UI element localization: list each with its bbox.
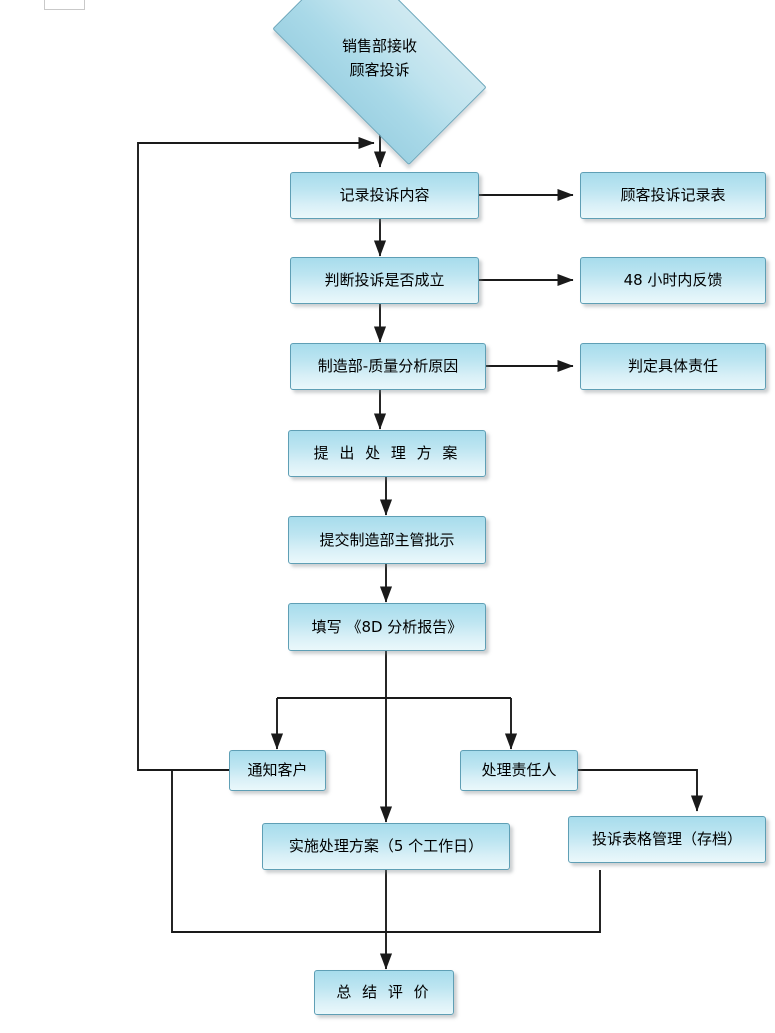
node-summary[interactable]: 总 结 评 价: [314, 970, 454, 1015]
node-record-form-label: 顾客投诉记录表: [620, 186, 726, 205]
node-implement-label: 实施处理方案（5 个工作日）: [288, 837, 484, 856]
node-feedback48[interactable]: 48 小时内反馈: [580, 257, 766, 304]
node-analyze-label: 制造部-质量分析原因: [317, 357, 459, 376]
node-judge[interactable]: 判断投诉是否成立: [290, 257, 479, 304]
node-notify-label: 通知客户: [247, 761, 308, 780]
node-feedback48-label: 48 小时内反馈: [623, 271, 723, 290]
node-propose-label: 提 出 处 理 方 案: [313, 444, 461, 463]
node-notify[interactable]: 通知客户: [229, 750, 326, 791]
diamond-shape: [272, 0, 487, 166]
node-record-label: 记录投诉内容: [339, 186, 430, 205]
node-judge-label: 判断投诉是否成立: [324, 271, 445, 290]
node-record[interactable]: 记录投诉内容: [290, 172, 479, 219]
node-summary-label: 总 结 评 价: [336, 983, 432, 1002]
node-responsibility-label: 判定具体责任: [627, 357, 718, 376]
node-form-mgmt[interactable]: 投诉表格管理（存档）: [568, 816, 766, 863]
page-artifact-rectangle: [44, 0, 85, 10]
node-report8d-label: 填写 《8D 分析报告》: [311, 617, 463, 636]
node-record-form[interactable]: 顾客投诉记录表: [580, 172, 766, 219]
node-analyze[interactable]: 制造部-质量分析原因: [290, 343, 486, 390]
node-start[interactable]: 销售部接收 顾客投诉: [272, 0, 487, 166]
node-handle-person[interactable]: 处理责任人: [460, 750, 578, 791]
edge-handle-person-to-form-mgmt: [578, 769, 704, 812]
node-propose[interactable]: 提 出 处 理 方 案: [288, 430, 486, 477]
node-form-mgmt-label: 投诉表格管理（存档）: [591, 830, 742, 849]
node-report8d[interactable]: 填写 《8D 分析报告》: [288, 603, 486, 651]
node-handle-person-label: 处理责任人: [481, 761, 557, 780]
node-responsibility[interactable]: 判定具体责任: [580, 343, 766, 390]
node-implement[interactable]: 实施处理方案（5 个工作日）: [262, 823, 510, 870]
node-start-label: 销售部接收 顾客投诉: [341, 37, 417, 79]
node-submit[interactable]: 提交制造部主管批示: [288, 516, 486, 564]
node-submit-label: 提交制造部主管批示: [319, 530, 455, 549]
